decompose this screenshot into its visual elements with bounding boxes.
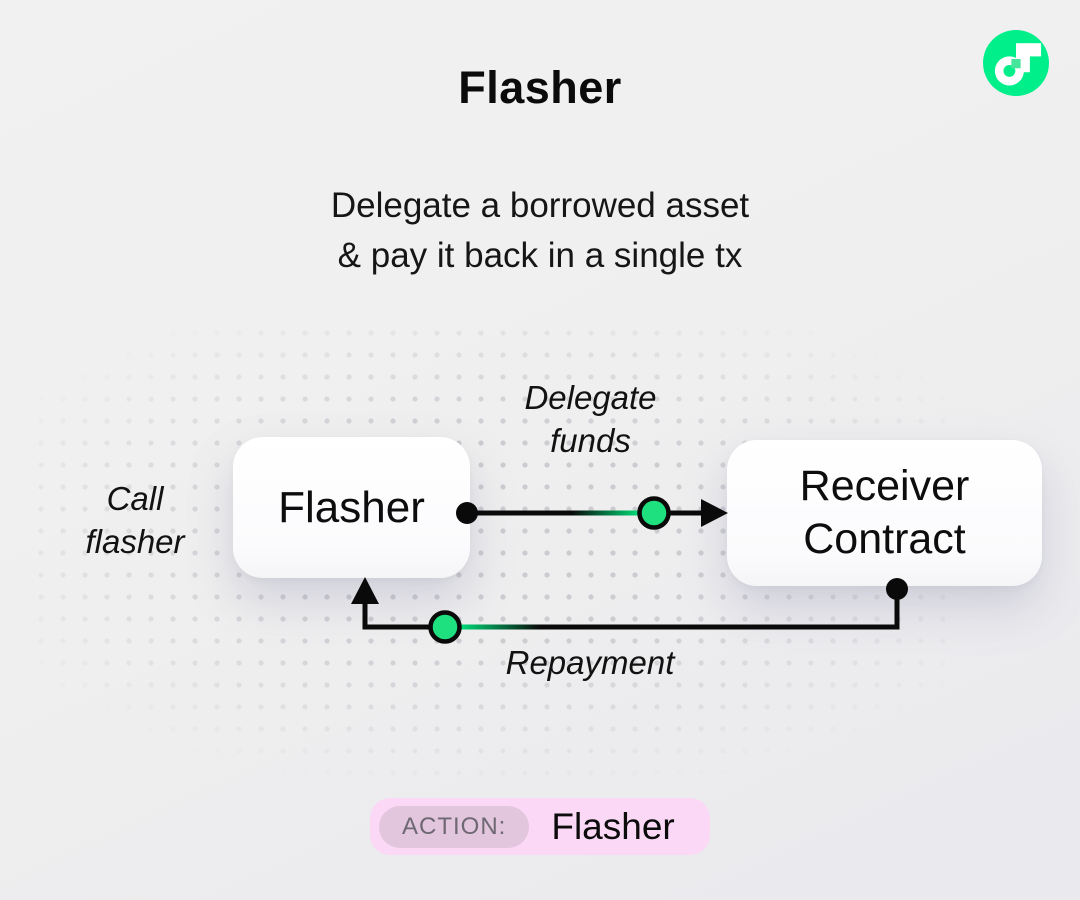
receiver-node-label: Receiver Contract <box>800 460 970 566</box>
action-chip: ACTION: <box>379 805 530 848</box>
receiver-contract-node: Receiver Contract <box>727 440 1042 586</box>
repayment-label: Repayment <box>505 644 675 681</box>
delegate-funds-label: Delegate funds <box>468 376 713 462</box>
subtitle-line-1: Delegate a borrowed asset <box>330 186 750 225</box>
receiver-label-line-1: Receiver <box>799 462 970 510</box>
flow-logo-icon <box>983 30 1049 96</box>
action-value: Flasher <box>551 805 675 847</box>
delegate-label-line-1: Delegate <box>524 379 657 416</box>
subtitle-line-2: & pay it back in a single tx <box>337 236 743 275</box>
action-badge: ACTION: Flasher <box>370 798 710 855</box>
flasher-node: Flasher <box>233 437 470 578</box>
page-subtitle: Delegate a borrowed asset & pay it back … <box>0 181 1080 281</box>
receiver-label-line-2: Contract <box>803 515 966 563</box>
delegate-label-line-2: funds <box>550 422 631 459</box>
call-label-line-1: Call <box>106 480 164 517</box>
page-title: Flasher <box>458 62 622 113</box>
call-label-line-2: flasher <box>85 523 185 560</box>
call-flasher-label: Call flasher <box>45 477 225 563</box>
flasher-node-label: Flasher <box>278 482 425 532</box>
